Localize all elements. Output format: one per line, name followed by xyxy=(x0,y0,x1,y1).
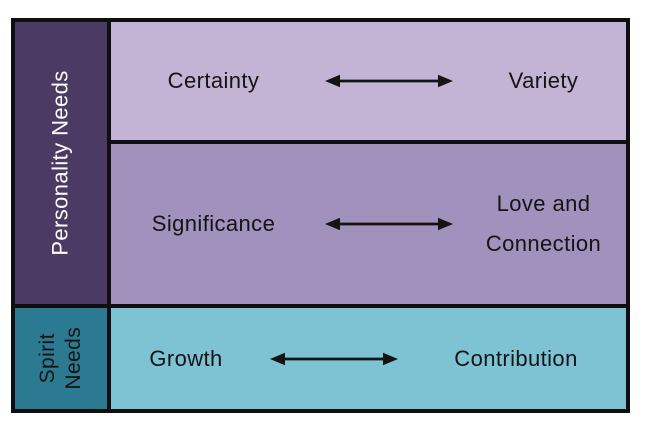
personality-needs-header: Personality Needs xyxy=(15,22,107,308)
love-connection-label: Love and Connection xyxy=(486,184,601,263)
certainty-cell: Certainty xyxy=(111,22,316,140)
arrow-cell-2 xyxy=(316,144,461,304)
arrow-cell-3 xyxy=(261,308,406,409)
significance-cell: Significance xyxy=(111,144,316,304)
row-certainty-variety: Certainty Variety xyxy=(111,22,626,144)
spirit-needs-label-line2: Needs xyxy=(61,327,85,390)
row-growth-contribution: Growth Contribution xyxy=(111,308,626,409)
significance-label: Significance xyxy=(151,211,276,236)
needs-rows: Certainty Variety Significance xyxy=(111,22,626,409)
variety-label: Variety xyxy=(508,68,579,93)
love-connection-cell: Love and Connection xyxy=(461,144,626,304)
contribution-cell: Contribution xyxy=(406,308,626,409)
double-arrow-icon xyxy=(269,352,398,365)
variety-cell: Variety xyxy=(461,22,626,140)
love-connection-label-line1: Love and xyxy=(496,191,591,217)
growth-label: Growth xyxy=(149,345,223,371)
spirit-needs-header: Spirit Needs xyxy=(15,308,107,409)
double-arrow-icon xyxy=(324,74,453,88)
spirit-needs-label-line1: Spirit xyxy=(35,333,59,384)
double-arrow-icon xyxy=(324,217,453,231)
arrow-cell-1 xyxy=(316,22,461,140)
contribution-label: Contribution xyxy=(454,345,578,371)
love-connection-label-line2: Connection xyxy=(485,231,602,256)
spirit-needs-label: Spirit Needs xyxy=(35,327,88,390)
row-significance-love: Significance Love and Connection xyxy=(111,144,626,308)
sidebar: Personality Needs Spirit Needs xyxy=(15,22,111,409)
certainty-label: Certainty xyxy=(167,68,260,93)
needs-table: Personality Needs Spirit Needs Certainty xyxy=(11,18,630,413)
growth-cell: Growth xyxy=(111,308,261,409)
personality-needs-label: Personality Needs xyxy=(48,70,73,256)
